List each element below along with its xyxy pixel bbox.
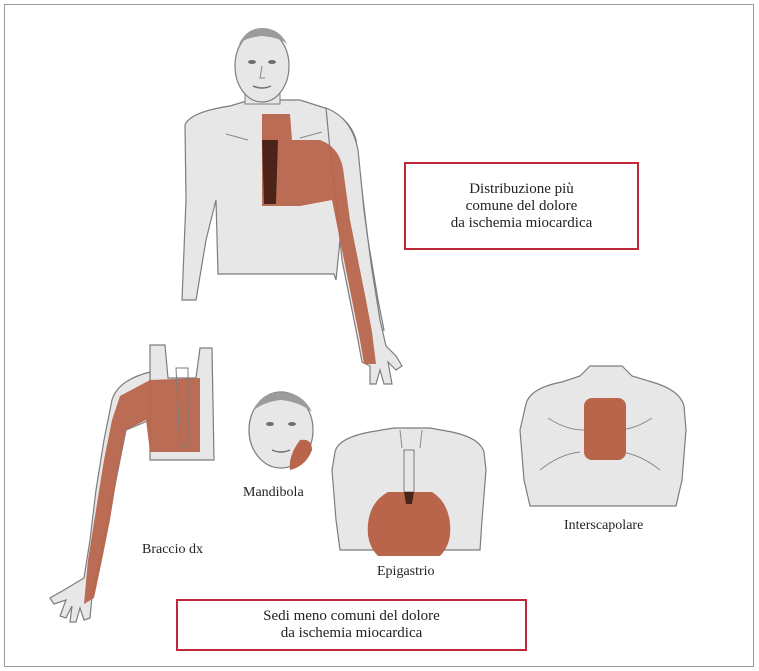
- bottom-caption-line-2: da ischemia miocardica: [263, 625, 440, 642]
- bottom-caption-box: Sedi meno comuni del dolore da ischemia …: [176, 599, 527, 651]
- main-caption-line-2: comune del dolore: [451, 198, 593, 215]
- arm-label: Braccio dx: [142, 542, 203, 558]
- interscapular-label: Interscapolare: [564, 518, 643, 534]
- main-caption-line-3: da ischemia miocardica: [451, 215, 593, 232]
- epigastric-label: Epigastrio: [377, 564, 435, 580]
- arm-pain-region: [84, 378, 200, 604]
- main-figure: [182, 28, 402, 384]
- main-caption-line-1: Distribuzione più: [451, 181, 593, 198]
- epigastric-figure: [332, 428, 486, 556]
- jaw-label: Mandibola: [243, 485, 304, 501]
- arm-figure: [50, 345, 214, 622]
- interscapular-figure: [520, 366, 686, 506]
- interscapular-pain-region: [584, 398, 626, 460]
- jaw-figure: [249, 392, 313, 470]
- bottom-caption-line-1: Sedi meno comuni del dolore: [263, 608, 440, 625]
- main-caption-box: Distribuzione più comune del dolore da i…: [404, 162, 639, 250]
